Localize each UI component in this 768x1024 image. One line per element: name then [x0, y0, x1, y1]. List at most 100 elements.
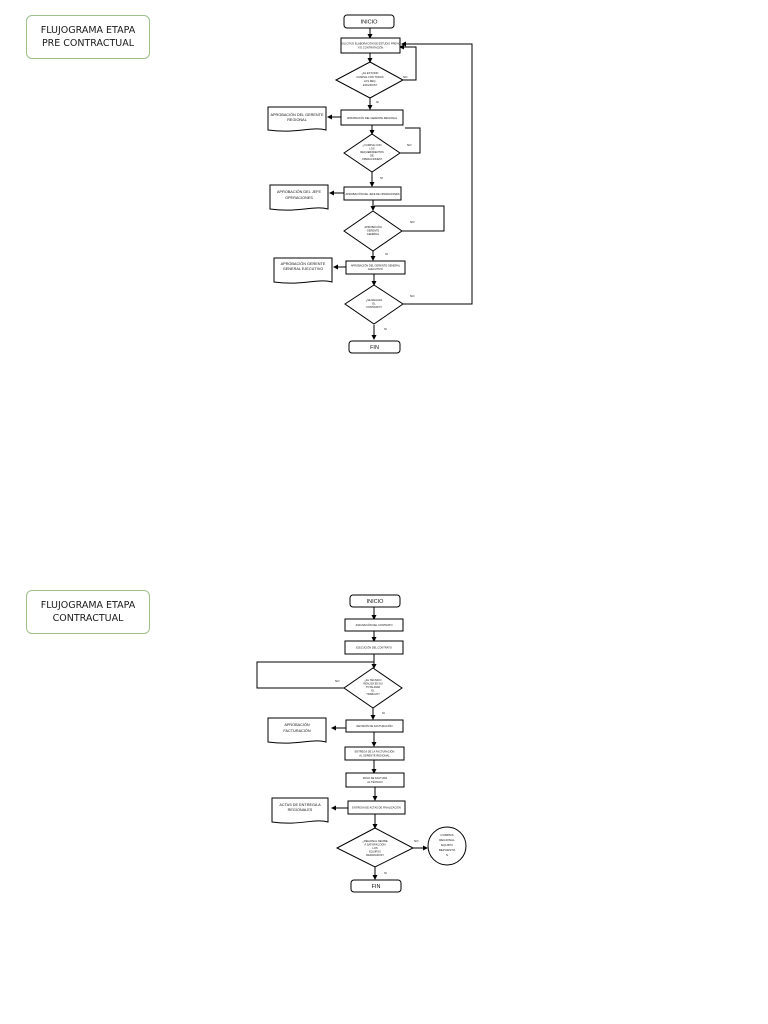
- flow2-p6-line1: ENTREGA DE ACTAS DE FINALIZACIÓN: [352, 805, 401, 810]
- flow2-doc2-line1: ACTAS DE ENTREGA A: [279, 803, 321, 807]
- flow1-si-2: SI: [380, 176, 383, 180]
- flow1-si-1: SI: [376, 100, 379, 104]
- flow1-doc3-line1: APROBACIÓN GERENTE: [281, 261, 326, 266]
- flow1-text: INICIO SOLICITUD ELABORACIÓN DE ESTUDIO …: [270, 20, 415, 352]
- flow1-doc-2: [269, 184, 329, 211]
- flow2-circle-line2: REGIONAL: [439, 838, 455, 842]
- flow2-circle-line4: REPUESTO: [439, 848, 456, 852]
- flow2-no-2: NO: [414, 839, 419, 843]
- flow2-d2-line3: LOS: [372, 846, 377, 850]
- flow2-doc2-line2: REGIONALES: [288, 808, 313, 812]
- flow1-d4-line3: CONTRATO?: [366, 305, 382, 309]
- flow1-doc1-line1: APROBACIÓN DEL GERENTE: [270, 112, 323, 117]
- flow1-end-label: FIN: [370, 345, 379, 351]
- flow2-circle-line1: COMPRA: [440, 833, 453, 837]
- flow1-d2-line2: LOS: [369, 147, 374, 151]
- flow1-p4-line2: EJECUTIVO: [368, 267, 383, 271]
- flow1-doc2-line1: APROBACIÓN DEL JEFE: [277, 189, 321, 194]
- flow1-d3-line2: GERENTE: [367, 229, 380, 233]
- flow2-process-5: [345, 772, 405, 788]
- flow2-d1-line5: TRABAJO?: [366, 692, 380, 696]
- flow1-d3-line1: APROBACIÓN: [364, 224, 381, 229]
- title-contractual: FLUJOGRAMA ETAPA CONTRACTUAL: [26, 590, 150, 634]
- flow2-process-6: [347, 800, 406, 815]
- flow2-doc-2: [271, 797, 329, 824]
- flow1-decision-4: [344, 284, 404, 325]
- flow2-p1-line1: ASIGNACIÓN DEL CONTRATO: [356, 622, 393, 627]
- flow1-doc1-line2: REGIONAL: [287, 118, 307, 122]
- flow1-process-4: [345, 260, 406, 275]
- flow2-d2-line1: ¿REGIONAL RECIBE: [362, 839, 388, 843]
- flow2-no-1: NO: [335, 679, 340, 683]
- flow1-process-3: [343, 186, 402, 201]
- flow1-shapes: [267, 14, 406, 354]
- flow1-p2-line1: APROBACIÓN DEL GERENTE REGIONAL: [347, 115, 398, 120]
- flow1-decision-1: [334, 61, 405, 99]
- flow1-d2-line5: OPERACIONES?: [362, 157, 383, 161]
- flow1-decision-3: [343, 210, 403, 252]
- flow1-process-2: [340, 109, 404, 126]
- flow2-process-4: [344, 746, 405, 761]
- title-pre-contractual: FLUJOGRAMA ETAPA PRE CONTRACTUAL: [26, 15, 150, 59]
- flow1-d1-line2: CUMPLE CON TODOS: [356, 75, 383, 79]
- flow2-p3-line1: REVISIÓN DE FACTURACIÓN: [356, 723, 392, 728]
- flow2-circle-line3: EQUIPO: [441, 843, 453, 847]
- flow2-decision-2: [335, 827, 415, 868]
- title-contractual-line2: CONTRACTUAL: [52, 613, 124, 624]
- flow1-p1-line2: Y/O CONTRATACIÓN: [358, 45, 384, 50]
- flow1-no-4: NO: [410, 294, 415, 298]
- flow2-p5-line1: PAGO DE FACTURA: [363, 776, 388, 780]
- flow2-start-terminal: [349, 594, 401, 608]
- flow1-d2-line1: ¿CUMPLE CON: [363, 143, 382, 147]
- flow-contractual: [256, 607, 428, 880]
- flow2-d1-line2: REALIZA EN SU: [363, 682, 382, 686]
- flow2-shapes: [267, 594, 467, 893]
- flow2-doc1-line1: APROBACIÓN: [284, 722, 310, 727]
- flow1-p1-line1: SOLICITUD ELABORACIÓN DE ESTUDIO PREVIO: [340, 41, 400, 46]
- flow1-no-1: NO: [403, 75, 408, 79]
- flow2-process-2: [344, 640, 404, 655]
- title-pre-line1: FLUJOGRAMA ETAPA: [40, 25, 136, 36]
- flow1-si-3: SI: [385, 252, 388, 256]
- flow1-d3-line3: GENERAL: [367, 232, 380, 236]
- flow2-d2-line2: A SATISFACCIÓN: [364, 842, 385, 847]
- flow1-si-4: SI: [384, 327, 387, 331]
- flow1-d2-line3: REQUERIMIENTOS: [360, 150, 384, 154]
- flow1-decision-2: [343, 133, 401, 173]
- flow2-d1-line4: EL: [371, 689, 375, 693]
- flow1-doc-3: [273, 257, 333, 284]
- flow1-process-1: [340, 37, 401, 54]
- flow1-end-terminal: [348, 340, 401, 354]
- flow1-start-terminal: [343, 14, 395, 29]
- flow2-start-label: INICIO: [367, 599, 385, 605]
- flow1-d1-line1: ¿EL ESTUDIO: [362, 71, 379, 75]
- flow1-d1-line3: LOS REQ.: [364, 79, 377, 83]
- flow2-end-terminal: [350, 879, 402, 893]
- flow1-d4-line2: EL: [372, 302, 376, 306]
- flow2-d1-line1: ¿EL TÉCNICO: [364, 677, 381, 682]
- flow2-si-1: SI: [382, 711, 385, 715]
- flow2-circle-buy: [427, 826, 467, 866]
- flow2-p5-line2: AL TÉCNICO: [367, 779, 382, 784]
- flow2-doc-1: [267, 717, 327, 744]
- title-pre-line2: PRE CONTRACTUAL: [41, 38, 135, 49]
- flow1-p3-line1: APROBACIÓN DEL JEFE DE OPERACIONES: [345, 191, 399, 196]
- flow1-doc2-line2: OPERACIONES: [285, 196, 313, 200]
- flow1-d4-line1: ¿SE REALIZA: [366, 298, 383, 302]
- title-contractual-line1: FLUJOGRAMA ETAPA: [40, 600, 136, 611]
- flow2-doc1-line2: FACTURACIÓN: [283, 728, 310, 733]
- flow2-p4-line2: AL GERENTE REGIONAL: [359, 754, 390, 758]
- flow1-d2-line4: DE: [370, 154, 374, 158]
- flow2-text: INICIO ASIGNACIÓN DEL CONTRATO EJECUCIÓN…: [279, 599, 456, 890]
- flow1-no-3: NO: [410, 220, 415, 224]
- flow1-no-2: NO: [407, 143, 412, 147]
- flow2-d2-line5: REPARADOS?: [366, 853, 384, 857]
- flow2-p4-line1: ENTREGA DE LA FACTURACIÓN: [355, 749, 395, 754]
- flow1-doc3-line2: GENERAL EJECUTIVO: [283, 267, 323, 271]
- flow2-circle-line5: S: [446, 853, 448, 857]
- flow1-doc-1: [267, 106, 327, 132]
- flow2-decision-1: [343, 667, 403, 709]
- flow2-p2-line1: EJECUCIÓN DEL CONTRATO: [356, 645, 392, 650]
- flow2-process-1: [344, 618, 404, 632]
